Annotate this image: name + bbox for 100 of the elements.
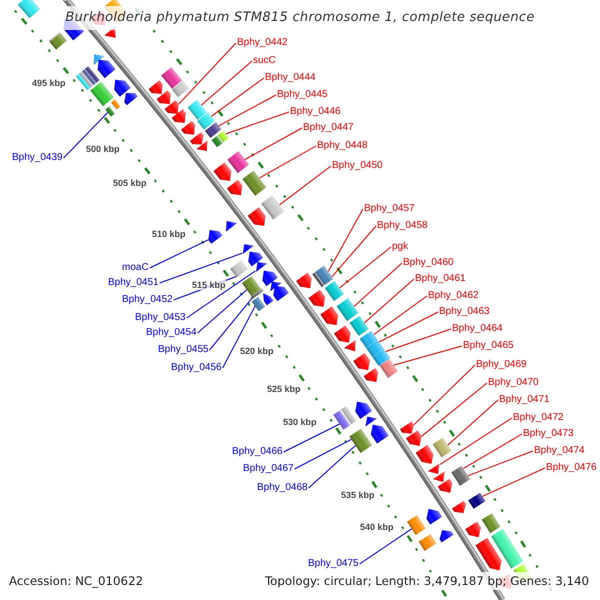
gene-label: Bphy_0446 (290, 106, 341, 118)
gene-pentagon (308, 290, 326, 307)
gene-block (85, 66, 100, 83)
gene-block (482, 513, 500, 534)
leader-line (440, 418, 512, 465)
gene-label: Bphy_0445 (277, 89, 328, 101)
gene-pentagon (476, 538, 502, 570)
gene-pentagon (181, 120, 196, 135)
gene-pentagon (465, 522, 481, 538)
gene-label: Bphy_0474 (534, 445, 585, 457)
leader-line (186, 270, 256, 318)
gene-label: Bphy_0475 (308, 558, 359, 570)
gene-label: pgk (392, 241, 408, 253)
gene-label: Bphy_0458 (377, 220, 428, 232)
gene-triangle (365, 416, 378, 426)
leader-line (173, 276, 236, 300)
gene-label: Bphy_0461 (415, 273, 466, 285)
gene-label: Bphy_0463 (439, 306, 490, 318)
gene-triangle (196, 140, 208, 152)
leader-line (393, 346, 462, 366)
leader-line (421, 382, 488, 437)
gene-pentagon (114, 80, 131, 97)
leader-line (283, 424, 340, 452)
gene-label: Bphy_0473 (523, 428, 574, 440)
leader-line (159, 252, 243, 284)
gene-pentagon (334, 326, 351, 343)
gene-label: Bphy_0451 (108, 277, 159, 289)
gene-label: Bphy_0460 (403, 257, 454, 269)
gene-block (324, 281, 344, 302)
leader-line (385, 328, 452, 352)
gene-label: Bphy_0469 (476, 359, 527, 371)
gene-block (111, 99, 121, 110)
gene-block (218, 130, 229, 142)
gene-pentagon (440, 530, 454, 542)
leader-line (308, 445, 356, 488)
gene-block (350, 316, 369, 336)
gene-block (227, 151, 249, 174)
gene-block (407, 515, 426, 536)
gene-pentagon (370, 424, 389, 444)
gene-block (349, 428, 372, 454)
leader-line (210, 78, 264, 117)
leader-line (149, 239, 209, 268)
leader-line (373, 296, 428, 335)
gene-label: Bphy_0454 (146, 327, 197, 339)
gene-block (451, 466, 470, 486)
leader-line (294, 438, 352, 470)
leader-line (447, 400, 498, 446)
gene-block (230, 260, 248, 278)
gene-pentagon (148, 80, 163, 94)
scale-label: 495 kbp (32, 78, 66, 88)
scale-label: 530 kbp (283, 417, 317, 427)
gene-pentagon (156, 90, 171, 104)
scale-label: 510 kbp (152, 229, 186, 239)
gene-block (261, 195, 284, 220)
gene-pentagon (190, 132, 204, 144)
leader-line (378, 312, 438, 342)
gene-block (380, 358, 398, 378)
gene-pentagon (296, 272, 312, 288)
leader-line (200, 60, 252, 106)
gene-label: Bphy_0464 (452, 323, 503, 335)
leader-line (413, 364, 476, 426)
gene-label: Bphy_0452 (122, 294, 173, 306)
gene-label: Bphy_0450 (332, 160, 383, 172)
leader-line (332, 226, 376, 278)
leader-line (197, 289, 248, 334)
gene-pentagon (353, 353, 370, 370)
gene-label: Bphy_0468 (257, 482, 308, 494)
gene-pentagon (452, 500, 466, 514)
gene-block (18, 0, 40, 18)
gene-pentagon (263, 293, 274, 306)
gene-pentagon (248, 207, 266, 226)
gene-pentagon (364, 368, 378, 382)
gene-pentagon (124, 93, 138, 106)
gene-label: Bphy_0444 (265, 72, 316, 84)
leader-line (258, 146, 316, 179)
scale-label: 505 kbp (113, 178, 147, 188)
gene-label: Bphy_0455 (158, 344, 209, 356)
leader-line (462, 434, 522, 470)
scale-label: 540 kbp (360, 522, 394, 532)
gene-block (418, 534, 436, 551)
leader-line (209, 298, 252, 350)
gene-pentagon (208, 230, 222, 244)
gene-label: Bphy_0467 (243, 463, 294, 475)
leader-line (467, 450, 534, 476)
gene-pentagon (273, 286, 289, 302)
gene-pentagon (426, 508, 442, 524)
gene-triangle (433, 471, 445, 482)
gene-block (432, 438, 452, 458)
gene-block (468, 492, 486, 509)
leader-line (222, 306, 256, 368)
gene-pentagon (214, 162, 232, 181)
leader-line (244, 128, 302, 160)
gene-pentagon (400, 422, 414, 434)
gene-label: Bphy_0462 (428, 290, 479, 302)
leader-line (339, 246, 392, 288)
gene-block (252, 296, 266, 312)
gene-pentagon (98, 60, 116, 78)
gene-block (172, 80, 190, 98)
gene-pentagon (164, 100, 179, 114)
gene-label: sucC (253, 55, 276, 67)
